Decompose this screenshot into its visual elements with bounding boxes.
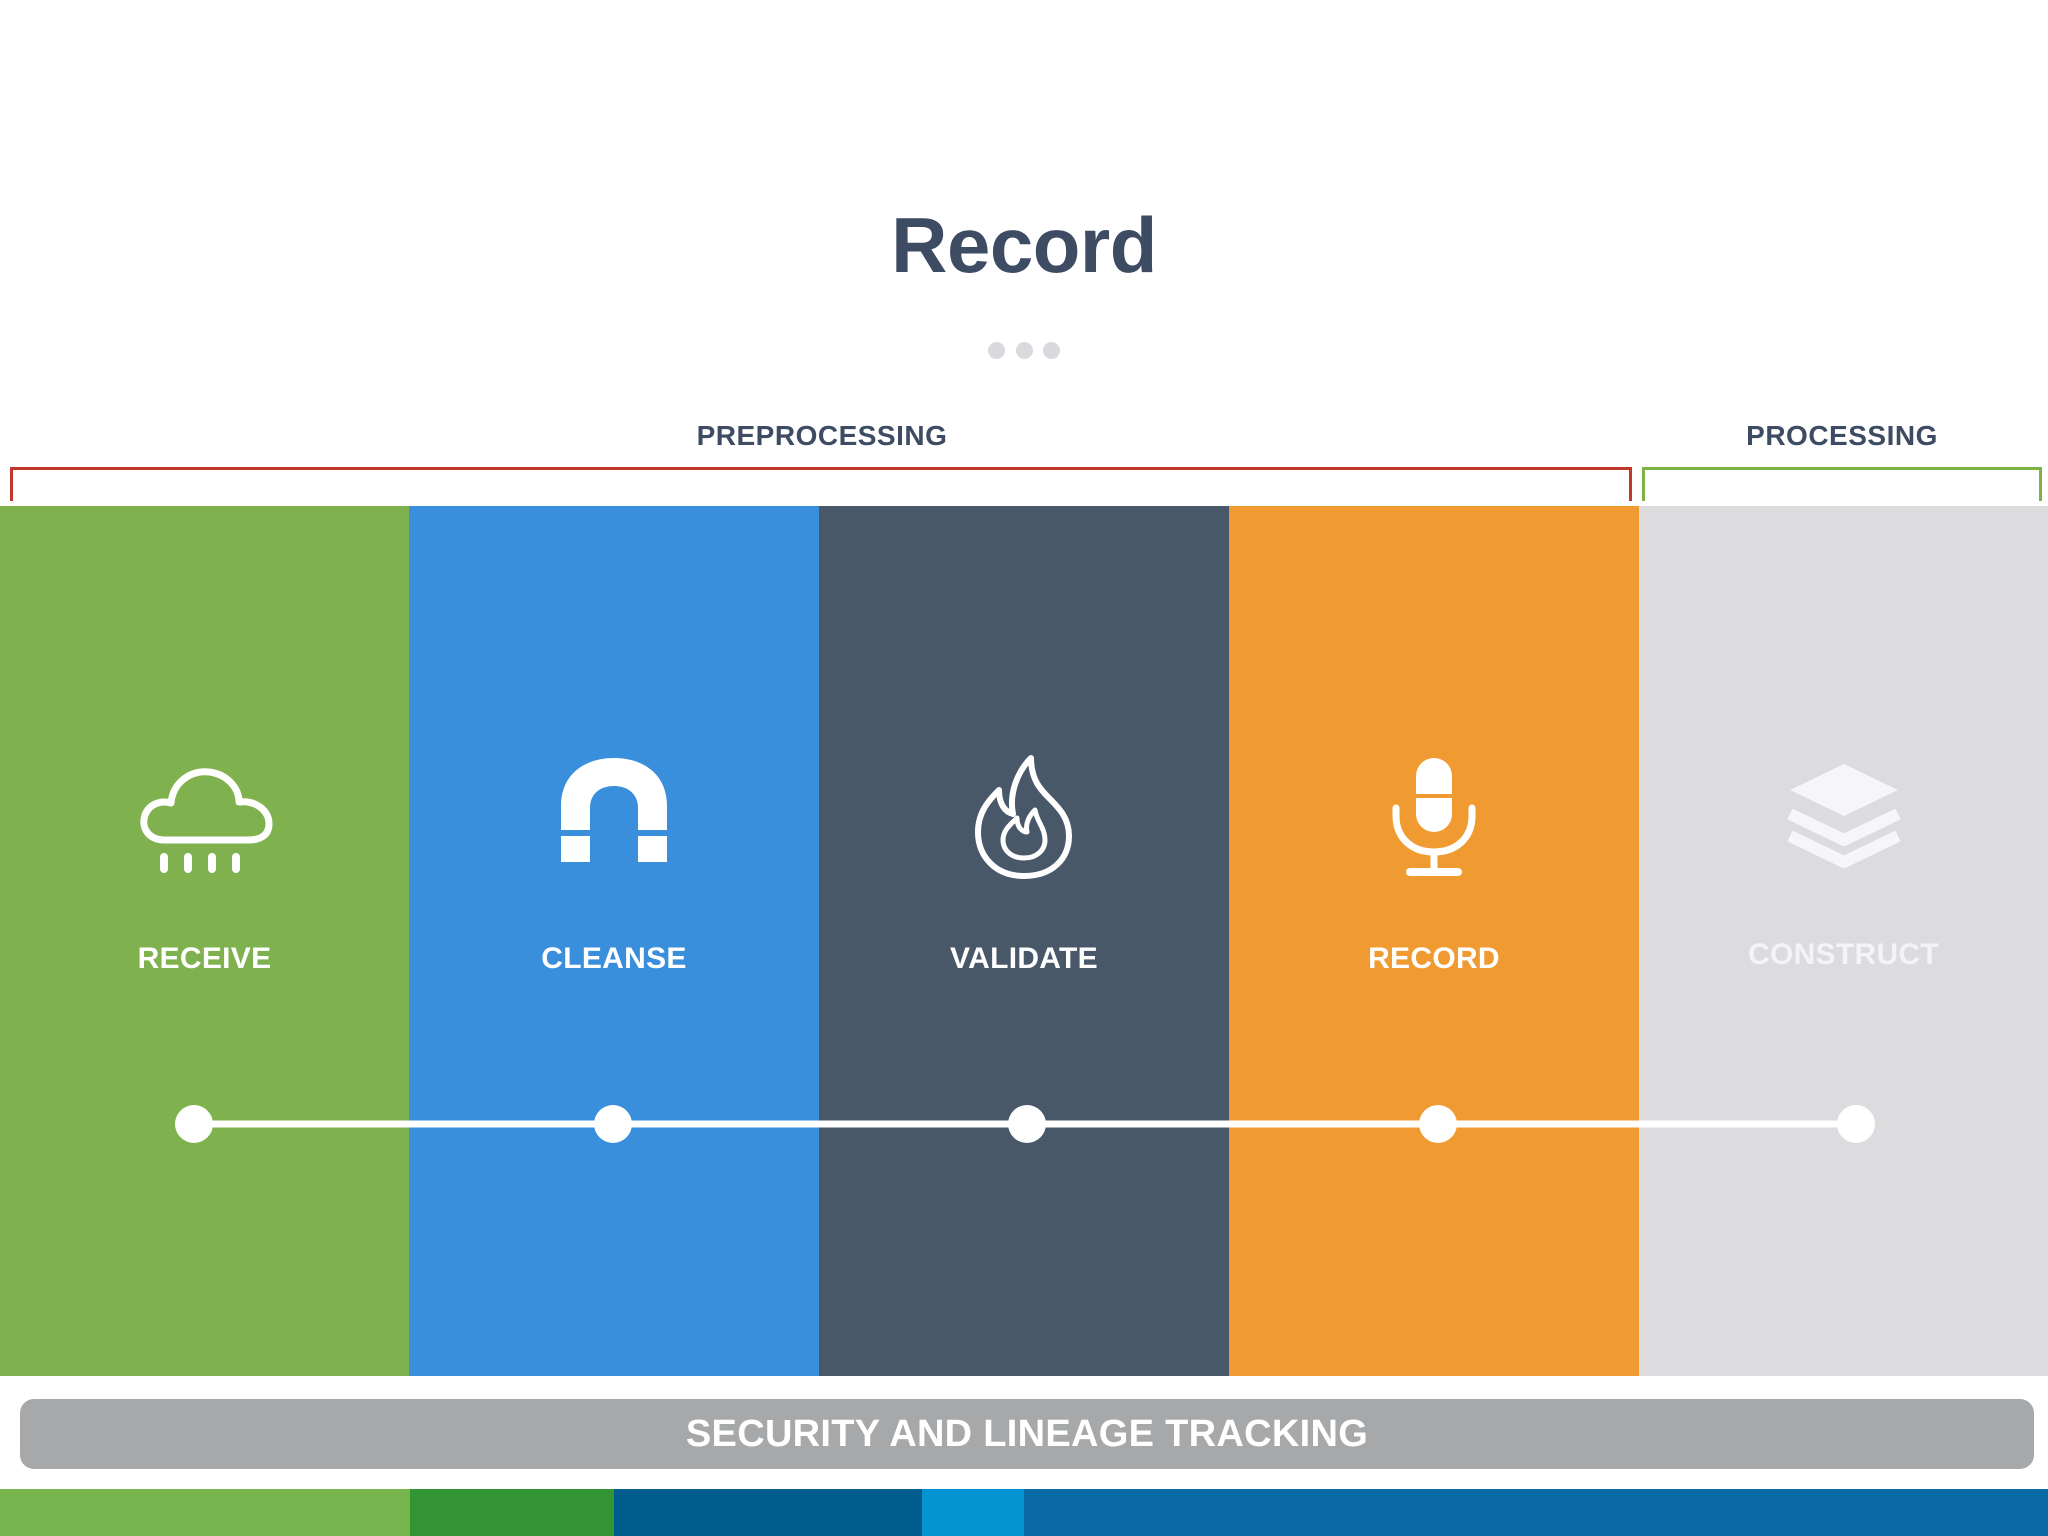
stage-label: RECEIVE (137, 942, 272, 975)
page-title: Record (891, 201, 1157, 289)
footer-strip-segment (410, 1489, 614, 1536)
magnet-icon (409, 752, 819, 882)
stage-validate: VALIDATE (819, 506, 1229, 1376)
stage-construct: CONSTRUCT (1639, 506, 2048, 1376)
footer-strip-segment (614, 1489, 922, 1536)
stage-label: CONSTRUCT (1747, 938, 1940, 971)
stage-label: VALIDATE (950, 942, 1098, 975)
stage-label: RECORD (1368, 942, 1500, 975)
microphone-icon (1229, 752, 1639, 882)
indicator-dot (988, 342, 1005, 359)
layers-icon (1639, 752, 2048, 882)
group-label-processing: PROCESSING (1746, 420, 1938, 451)
stage-cleanse: CLEANSE (409, 506, 819, 1376)
indicator-dot (1043, 342, 1060, 359)
cloud-rain-icon (0, 752, 409, 882)
security-lineage-bar: SECURITY AND LINEAGE TRACKING (20, 1399, 2034, 1469)
indicator-dot (1015, 342, 1033, 359)
flame-icon (819, 752, 1229, 882)
footer-strip-segment (922, 1489, 1024, 1536)
group-label-preprocessing: PREPROCESSING (696, 420, 948, 451)
footer-strip-segment (1024, 1489, 2048, 1536)
stage-label: CLEANSE (541, 942, 687, 975)
preprocessing-bracket (10, 467, 1632, 501)
slide-indicator-dots (988, 342, 1060, 360)
stage-receive: RECEIVE (0, 506, 409, 1376)
processing-bracket (1642, 467, 2042, 501)
stage-record: RECORD (1229, 506, 1639, 1376)
footer-strip-segment (0, 1489, 410, 1536)
